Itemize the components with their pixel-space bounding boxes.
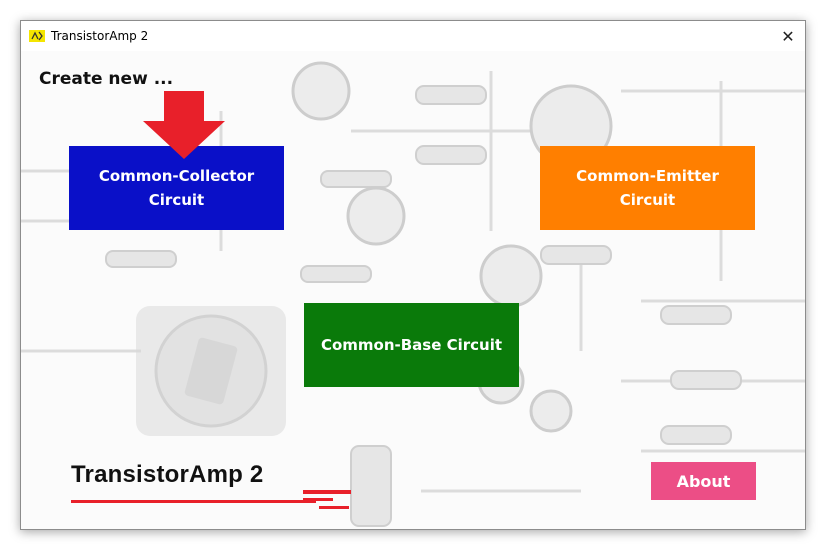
common-emitter-button[interactable]: Common-Emitter Circuit [540, 146, 755, 230]
common-emitter-label: Common-Emitter Circuit [576, 164, 719, 212]
about-button[interactable]: About [651, 462, 756, 500]
common-collector-label: Common-Collector Circuit [99, 164, 254, 212]
about-label: About [676, 471, 731, 491]
common-base-label: Common-Base Circuit [320, 336, 503, 354]
common-collector-line1: Common-Collector [98, 167, 255, 185]
common-base-button[interactable]: Common-Base Circuit [304, 303, 519, 387]
logo-underline-graphic [71, 490, 351, 509]
create-new-heading: Create new ... [39, 69, 174, 89]
title-bar: TransistorAmp 2 ✕ [21, 21, 805, 51]
close-button[interactable]: ✕ [771, 21, 805, 51]
common-collector-line2: Circuit [148, 191, 205, 209]
transistoramp-app-icon [29, 30, 45, 42]
main-panel: Create new ... Common-Collector Circuit … [21, 51, 805, 529]
app-window: TransistorAmp 2 ✕ [20, 20, 806, 530]
close-icon: ✕ [781, 26, 795, 46]
transistoramp-logo: TransistorAmp 2 [71, 461, 361, 521]
red-down-arrow-icon [143, 91, 225, 159]
common-emitter-line2: Circuit [619, 191, 676, 209]
window-title: TransistorAmp 2 [51, 29, 149, 43]
logo-text: TransistorAmp 2 [71, 461, 264, 488]
circuit-board-background [21, 61, 805, 527]
common-collector-button[interactable]: Common-Collector Circuit [69, 146, 284, 230]
common-emitter-line1: Common-Emitter [576, 167, 719, 185]
